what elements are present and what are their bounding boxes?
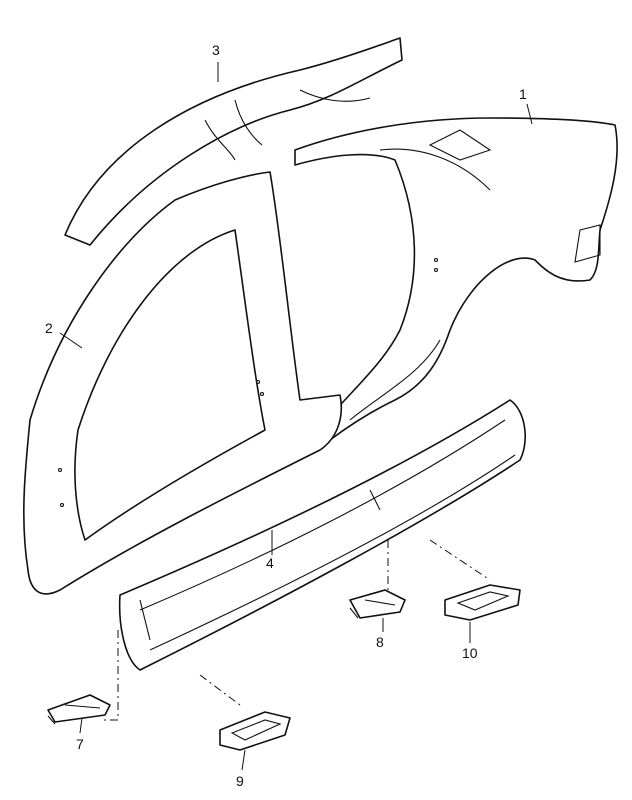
callout-1: 1 (519, 86, 527, 102)
callout-2: 2 (45, 320, 53, 336)
part-3-roof-rail (64, 37, 403, 246)
part-9-pad (219, 711, 291, 751)
callout-9: 9 (236, 773, 244, 789)
callout-7: 7 (76, 736, 84, 752)
callout-8: 8 (376, 634, 384, 650)
callout-10: 10 (462, 645, 478, 661)
callout-3: 3 (212, 42, 220, 58)
part-7-bracket (47, 694, 111, 725)
part-10-pad (444, 584, 521, 621)
part-4-sill (118, 399, 526, 671)
part-8-bracket (349, 589, 406, 619)
callout-4: 4 (266, 555, 274, 571)
part-2-front-side-frame (22, 171, 343, 595)
part-1-rear-side-panel (294, 117, 618, 441)
